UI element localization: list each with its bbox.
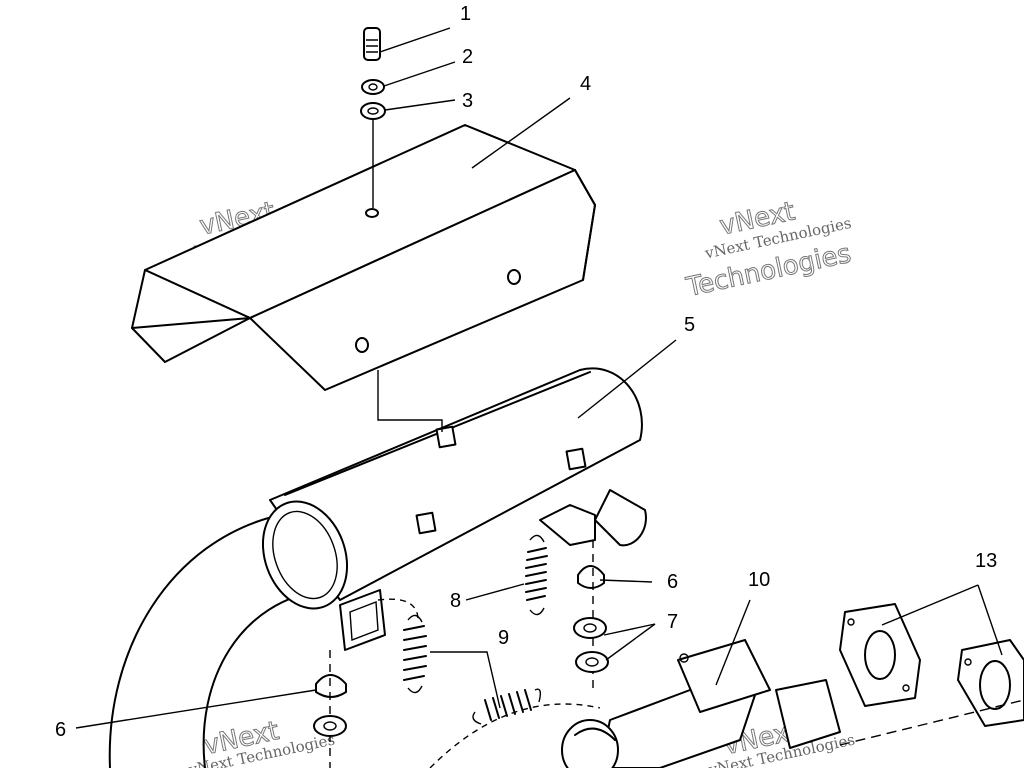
bolt <box>363 27 381 61</box>
spring-9b <box>472 688 542 725</box>
dashed-guide <box>377 598 419 621</box>
callout-6-lower: 6 <box>55 719 66 741</box>
callout-4: 4 <box>580 73 591 95</box>
washer-7a <box>573 617 607 639</box>
washer-3 <box>360 102 386 120</box>
callout-10: 10 <box>748 569 770 591</box>
muffler <box>261 367 647 651</box>
callout-5: 5 <box>684 314 695 336</box>
callout-9: 9 <box>498 627 509 649</box>
callout-2: 2 <box>462 46 473 68</box>
washer-lower <box>313 715 347 737</box>
spring-8 <box>525 534 548 616</box>
dashed-guide-2 <box>429 703 601 768</box>
washer-2 <box>361 79 385 95</box>
spring-9a <box>403 614 427 694</box>
washer-7b <box>575 651 609 673</box>
watermark-top-right: vNext Technologies vNext Technologies <box>683 196 855 304</box>
callout-13: 13 <box>975 550 997 572</box>
gasket-a <box>839 603 921 707</box>
callout-7: 7 <box>667 611 678 633</box>
callout-3: 3 <box>462 90 473 112</box>
grommet-upper <box>577 565 605 589</box>
callout-8: 8 <box>450 590 461 612</box>
y-pipe <box>561 639 841 768</box>
callout-6-upper: 6 <box>667 571 678 593</box>
leader-lines <box>75 27 1003 729</box>
callout-1: 1 <box>460 3 471 25</box>
gasket-b <box>957 639 1024 727</box>
heat-shield <box>131 124 596 432</box>
grommet-lower <box>315 674 347 698</box>
